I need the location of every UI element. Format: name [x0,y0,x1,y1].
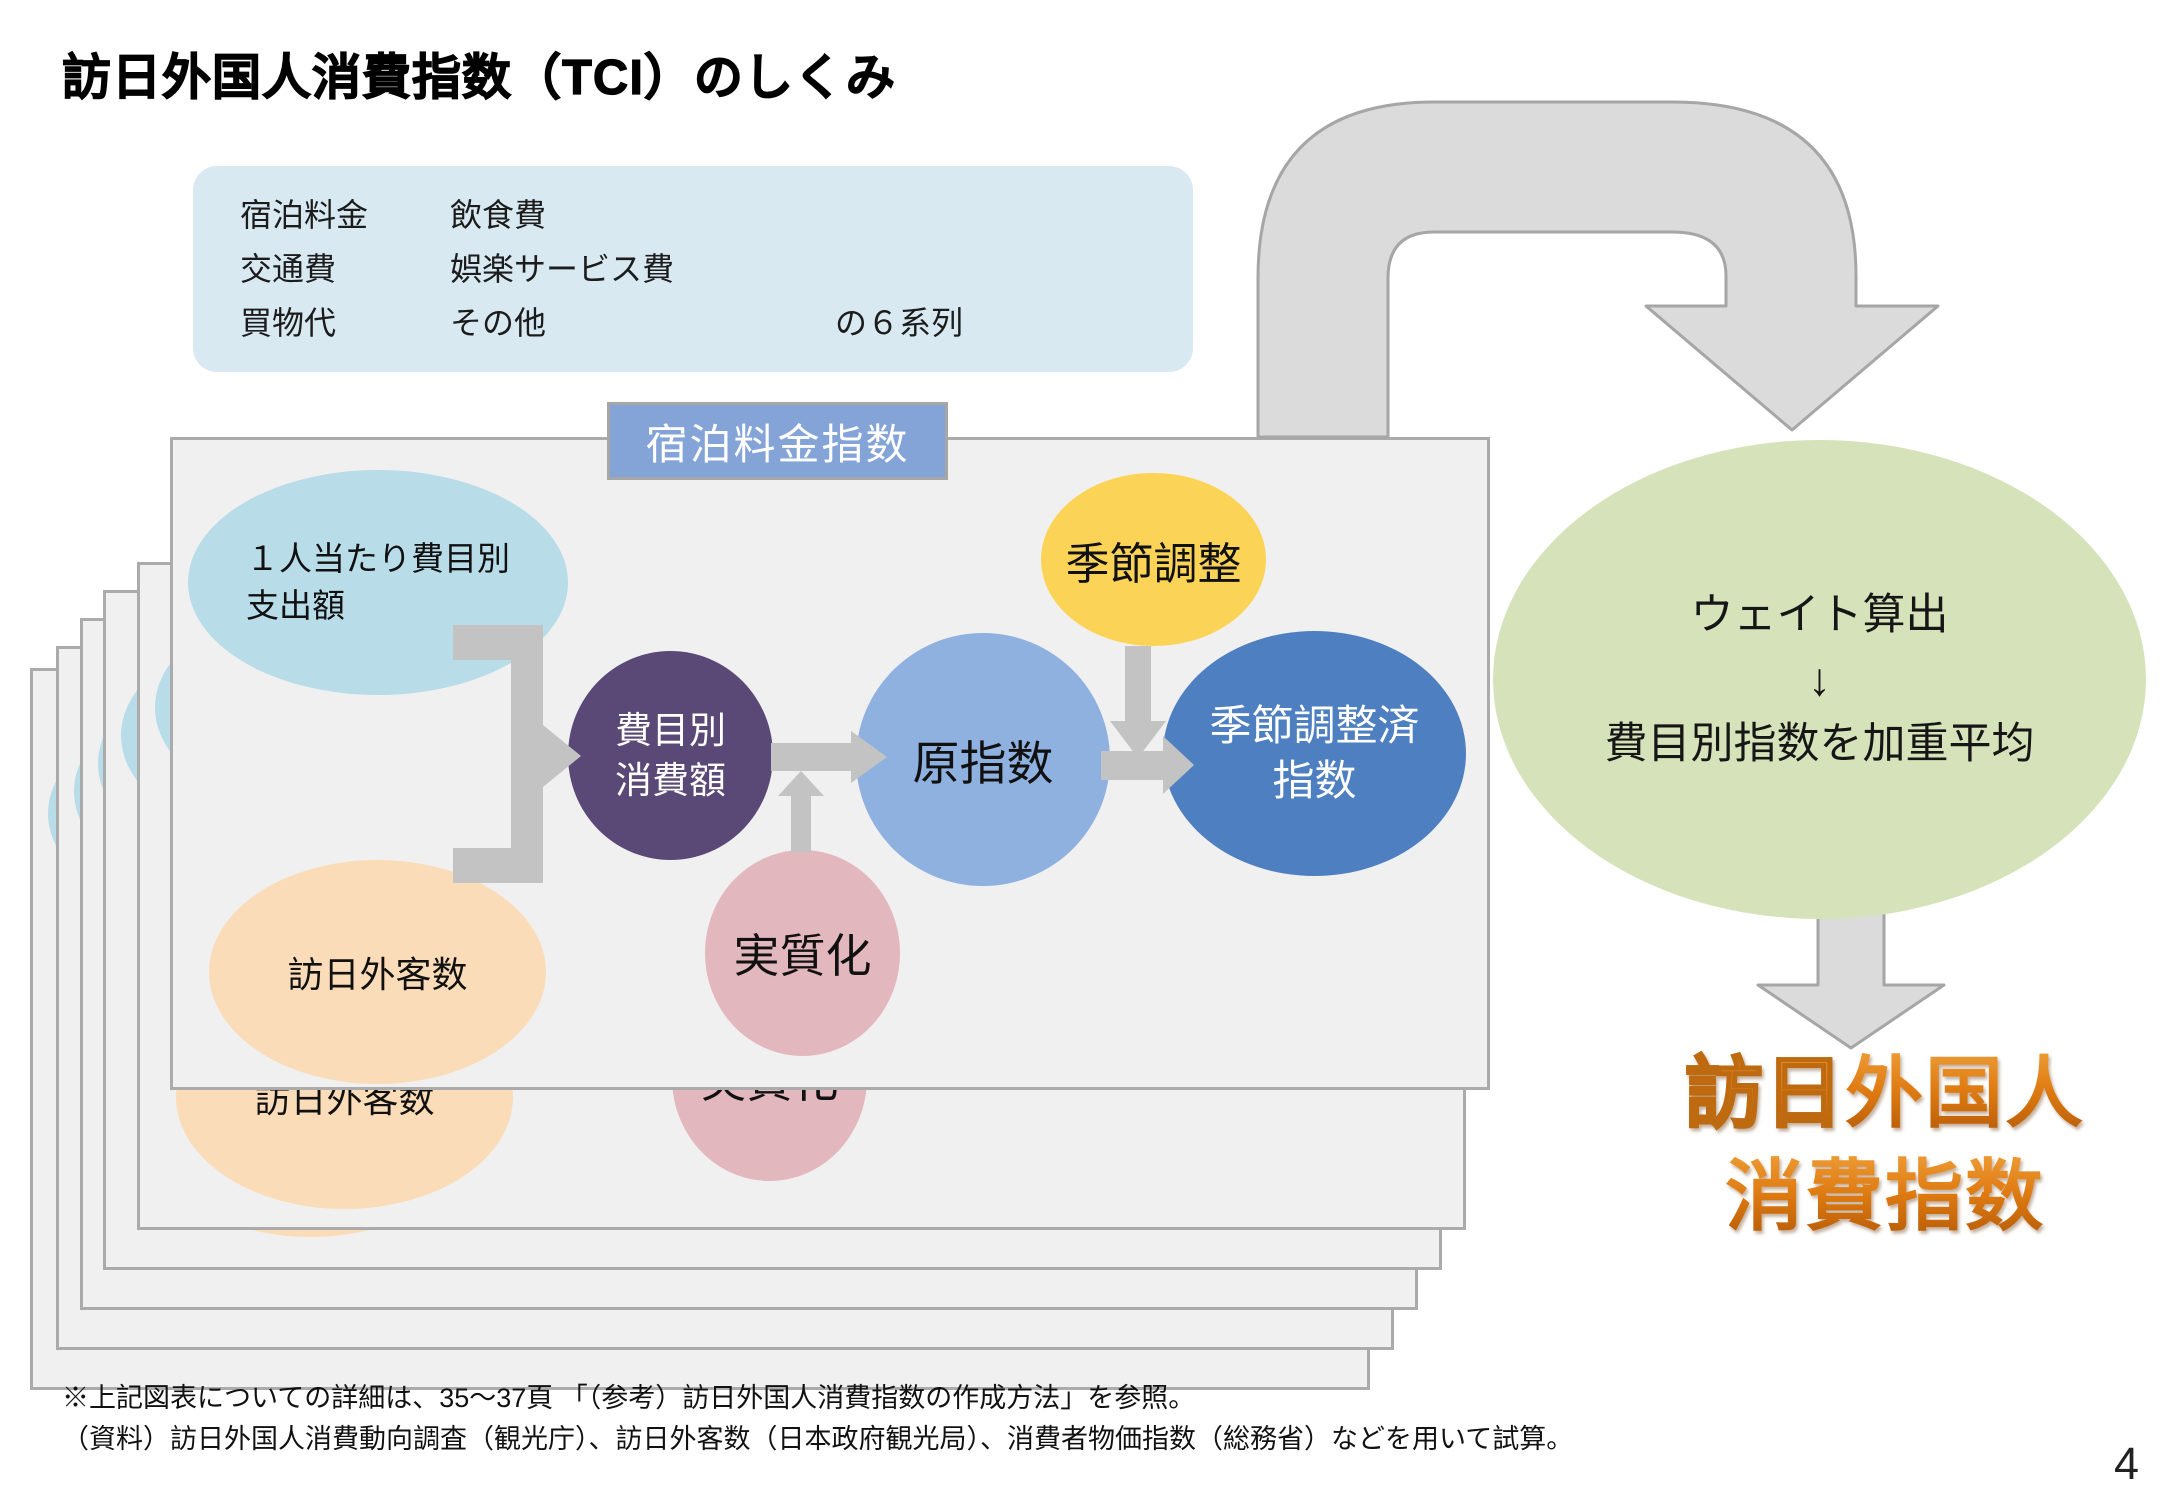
deflate-up-arrowhead-icon [778,771,824,796]
series-row: 宿泊料金 飲食費 [240,186,1193,240]
visitor-count-label: 訪日外客数 [287,954,468,995]
seasonal-down-arrowhead-icon [1110,721,1166,758]
footnote-reference: ※上記図表についての詳細は、35～37頁 「（参考）訪日外国人消費指数の作成方法… [62,1383,1196,1413]
weight-calculation-ellipse: ウェイト算出 ↓ 費目別指数を加重平均 [1493,440,2146,919]
deflate-up-shaft [791,796,811,852]
weight-step1-label: ウェイト算出 [1690,590,1949,639]
raw-index-label: 原指数 [912,737,1054,790]
seasonal-adjust-ellipse: 季節調整 [1041,473,1266,646]
seasonal-index-label-line1: 季節調整済 [1209,701,1420,749]
result-index-title: 訪日外国人 消費指数 [1570,1042,2167,1248]
per-capita-expense-ellipse: １人当たり費目別 支出額 [188,470,568,695]
seasonal-index-label-line2: 指数 [1272,756,1357,804]
seasonal-index-ellipse: 季節調整済 指数 [1163,631,1466,876]
seasonal-adjust-label: 季節調整 [1065,539,1242,589]
category-spend-label-line1: 費目別 [615,709,726,751]
series-item-other: その他 [450,305,547,341]
expense-series-box: 宿泊料金 飲食費 交通費 娯楽サービス費 買物代 その他 の６系列 [193,166,1193,372]
result-line1-heavy: 訪日 [1684,1048,1845,1139]
card-title-label: 宿泊料金指数 [645,420,910,468]
footnotes: ※上記図表についての詳細は、35～37頁 「（参考）訪日外国人消費指数の作成方法… [62,1378,1573,1459]
series-row: 交通費 娯楽サービス費 [240,240,1193,294]
per-capita-expense-label-line2: 支出額 [246,586,345,624]
index-card-front: １人当たり費目別 支出額 訪日外客数 費目別 消費額 実質化 原指数 季節調整 … [170,437,1490,1090]
visitor-count-ellipse: 訪日外客数 [209,860,546,1084]
footnote-sources: （資料）訪日外国人消費動向調査（観光庁）、訪日外客数（日本政府観光局）、消費者物… [62,1423,1574,1454]
weight-step2-label: 費目別指数を加重平均 [1604,719,2035,768]
page-title: 訪日外国人消費指数（TCI）のしくみ [61,50,896,105]
series-item-transport: 交通費 [240,251,337,287]
series-row: 買物代 その他 の６系列 [240,294,1193,348]
deflate-circle: 実質化 [705,850,900,1056]
category-spend-circle: 費目別 消費額 [568,651,773,860]
raw-index-circle: 原指数 [856,633,1110,886]
to-raw-index-shaft [771,743,851,771]
series-item-entertainment: 娯楽サービス費 [450,251,675,287]
result-line1: 訪日外国人 [1570,1042,2167,1145]
page-number: 4 [2113,1438,2139,1489]
deflate-label: 実質化 [733,930,872,982]
series-item-shopping: 買物代 [240,305,337,341]
card-title-badge: 宿泊料金指数 [607,402,948,480]
result-line2: 消費指数 [1570,1145,2167,1248]
bracket-vertical-bar [511,625,543,883]
result-line1-rest: 外国人 [1845,1049,2086,1137]
per-capita-expense-label-line1: １人当たり費目別 [246,539,510,577]
category-spend-label-line2: 消費額 [615,759,726,801]
series-item-food: 飲食費 [450,197,547,233]
series-count-note: の６系列 [835,305,964,341]
weight-step-arrow-icon: ↓ [1808,653,1831,706]
index-card-content: １人当たり費目別 支出額 訪日外客数 費目別 消費額 実質化 原指数 季節調整 … [173,440,1487,1087]
series-item-lodging: 宿泊料金 [240,197,369,233]
seasonal-down-shaft [1125,646,1151,721]
to-seasonal-index-shaft [1101,751,1163,780]
